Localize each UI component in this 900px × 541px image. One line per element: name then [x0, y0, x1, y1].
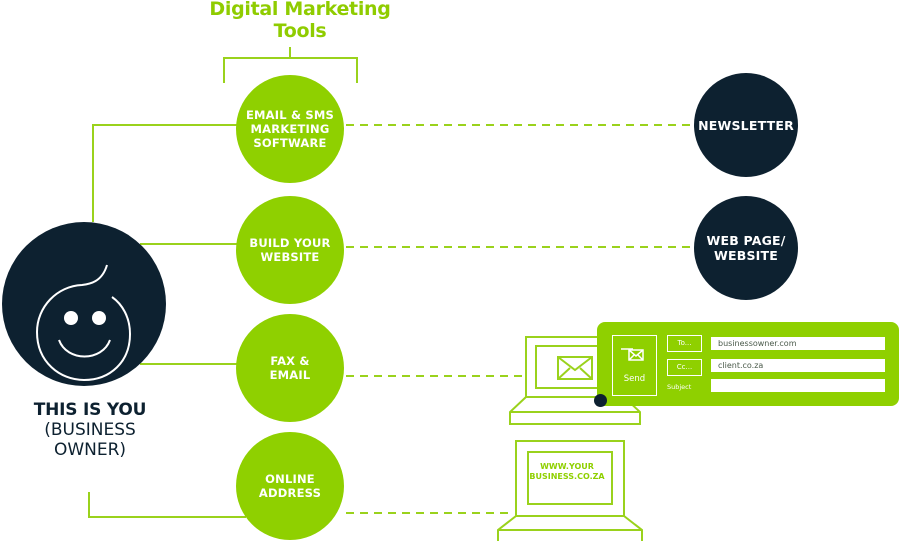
url-line-2: BUSINESS.CO.ZA: [529, 472, 605, 481]
tool-label-line: WEBSITE: [260, 250, 320, 264]
subject-label: Subject: [667, 383, 692, 391]
tool-label-line: ONLINE: [265, 472, 315, 486]
tool-label-line: BUILD YOUR: [249, 236, 331, 250]
outcome-web-page: WEB PAGE/ WEBSITE: [694, 196, 798, 300]
tool-label-line: FAX &: [270, 354, 310, 368]
laptop-url-text: WWW.YOUR BUSINESS.CO.ZA: [517, 462, 617, 482]
outcome-label-line: NEWSLETTER: [698, 117, 794, 133]
owner-circle: [2, 222, 166, 386]
tool-label-line: EMAIL & SMS: [245, 108, 335, 122]
tool-label-line: MARKETING: [250, 122, 330, 136]
tool-fax-email: FAX & EMAIL: [236, 314, 344, 422]
owner-label: THIS IS YOU (BUSINESS OWNER): [10, 400, 170, 460]
tool-label-line: EMAIL: [269, 368, 311, 382]
send-label: Send: [623, 374, 646, 384]
url-line-1: WWW.YOUR: [540, 462, 594, 471]
cc-field[interactable]: client.co.za: [711, 359, 885, 372]
connector-owner-address: [88, 492, 246, 518]
tool-online-address: ONLINE ADDRESS: [236, 432, 344, 540]
owner-title: THIS IS YOU: [33, 400, 147, 420]
connector-owner-email-sms: [92, 124, 242, 222]
subject-field[interactable]: [711, 379, 885, 392]
owner-subtitle-2: OWNER): [53, 440, 127, 460]
owner-subtitle-1: (BUSINESS: [44, 420, 136, 440]
tool-label-line: ADDRESS: [258, 486, 322, 500]
to-field[interactable]: businessowner.com: [711, 337, 885, 350]
outcome-label-line: WEB PAGE/: [706, 233, 786, 248]
cc-button[interactable]: Cc...: [667, 359, 702, 376]
title-line-1: Digital Marketing: [209, 0, 391, 20]
pointer-dot: [594, 394, 607, 407]
send-button[interactable]: Send: [612, 335, 657, 396]
title-line-2: Tools: [273, 20, 327, 42]
email-compose-window: Send To... Cc... Subject businessowner.c…: [597, 322, 899, 406]
tool-label-line: SOFTWARE: [253, 136, 327, 150]
diagram-title: Digital Marketing Tools: [190, 0, 410, 42]
tool-build-website: BUILD YOUR WEBSITE: [236, 196, 344, 304]
title-bracket: [223, 47, 358, 83]
envelope-send-icon: [621, 348, 644, 361]
tool-email-sms: EMAIL & SMS MARKETING SOFTWARE: [236, 75, 344, 183]
laptop-web-icon: [497, 440, 643, 541]
envelope-icon: [557, 356, 593, 380]
smiley-face-icon: [35, 264, 132, 382]
outcome-newsletter: NEWSLETTER: [694, 73, 798, 177]
to-button[interactable]: To...: [667, 335, 702, 352]
outcome-label-line: WEBSITE: [714, 248, 778, 263]
